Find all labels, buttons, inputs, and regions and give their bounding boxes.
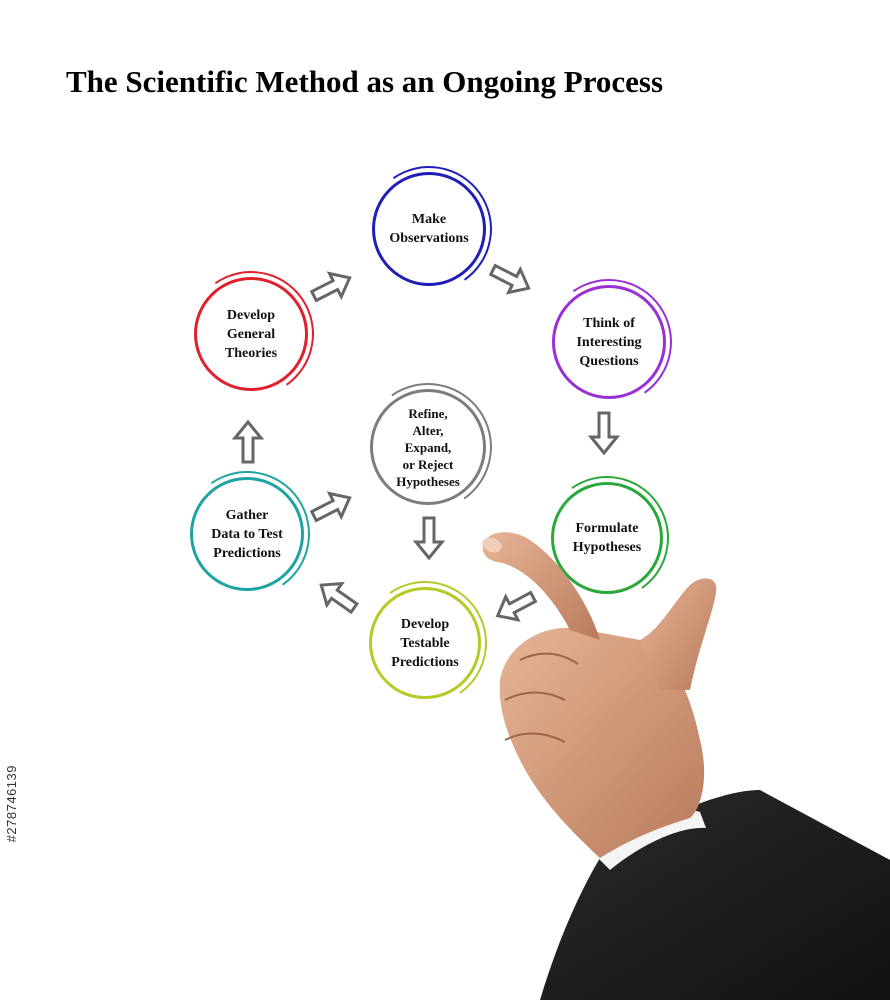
arrow-gather-to-theories: [231, 419, 265, 464]
arrow-theories-to-observations: [309, 271, 352, 303]
node-label-hypotheses: Formulate Hypotheses: [572, 521, 642, 555]
hand-palm: [499, 627, 705, 858]
node-label-gather: Gather Data to Test Predictions: [211, 507, 283, 561]
node-ring: [194, 277, 308, 391]
shirt-cuff: [590, 810, 706, 870]
diagram-title: The Scientific Method as an Ongoing Proc…: [66, 64, 664, 99]
finger-fold: [504, 732, 566, 743]
node-label-predictions: Develop Testable Predictions: [391, 616, 459, 670]
fingernail: [482, 537, 502, 553]
node-gather-data: Gather Data to Test Predictions: [174, 461, 320, 607]
node-make-observations: Make Observations: [356, 156, 502, 302]
stock-image-id: #278746139: [4, 765, 19, 843]
arrow-predictions-to-gather: [319, 581, 359, 615]
thumb: [640, 578, 717, 690]
node-label-theories: Develop General Theories: [224, 307, 278, 361]
node-develop-testable-predictions: Develop Testable Predictions: [353, 571, 497, 715]
finger-fold: [504, 691, 566, 701]
node-ring: [369, 587, 481, 699]
arrow-hypotheses-to-predictions: [495, 590, 538, 622]
arrow-observations-to-questions: [488, 263, 531, 295]
node-refine-hypotheses: Refine, Alter, Expand, or Reject Hypothe…: [353, 372, 503, 522]
node-ring: [190, 477, 304, 591]
node-ring: [372, 172, 486, 286]
node-label-questions: Think of Interesting Questions: [576, 315, 642, 369]
node-ring: [552, 285, 666, 399]
node-formulate-hypotheses: Formulate Hypotheses: [535, 466, 679, 610]
arrow-gather-to-refine: [309, 491, 352, 523]
node-develop-general-theories: Develop General Theories: [178, 261, 324, 407]
arrow-questions-to-hypotheses: [587, 411, 621, 456]
node-label-refine: Refine, Alter, Expand, or Reject Hypothe…: [396, 405, 460, 489]
arrow-refine-to-predictions: [412, 516, 446, 561]
index-finger: [482, 532, 600, 640]
finger-fold: [519, 652, 579, 665]
node-ring: [551, 482, 663, 594]
node-ring: [370, 389, 486, 505]
node-label-observations: Make Observations: [389, 212, 469, 246]
node-think-of-questions: Think of Interesting Questions: [536, 269, 682, 415]
